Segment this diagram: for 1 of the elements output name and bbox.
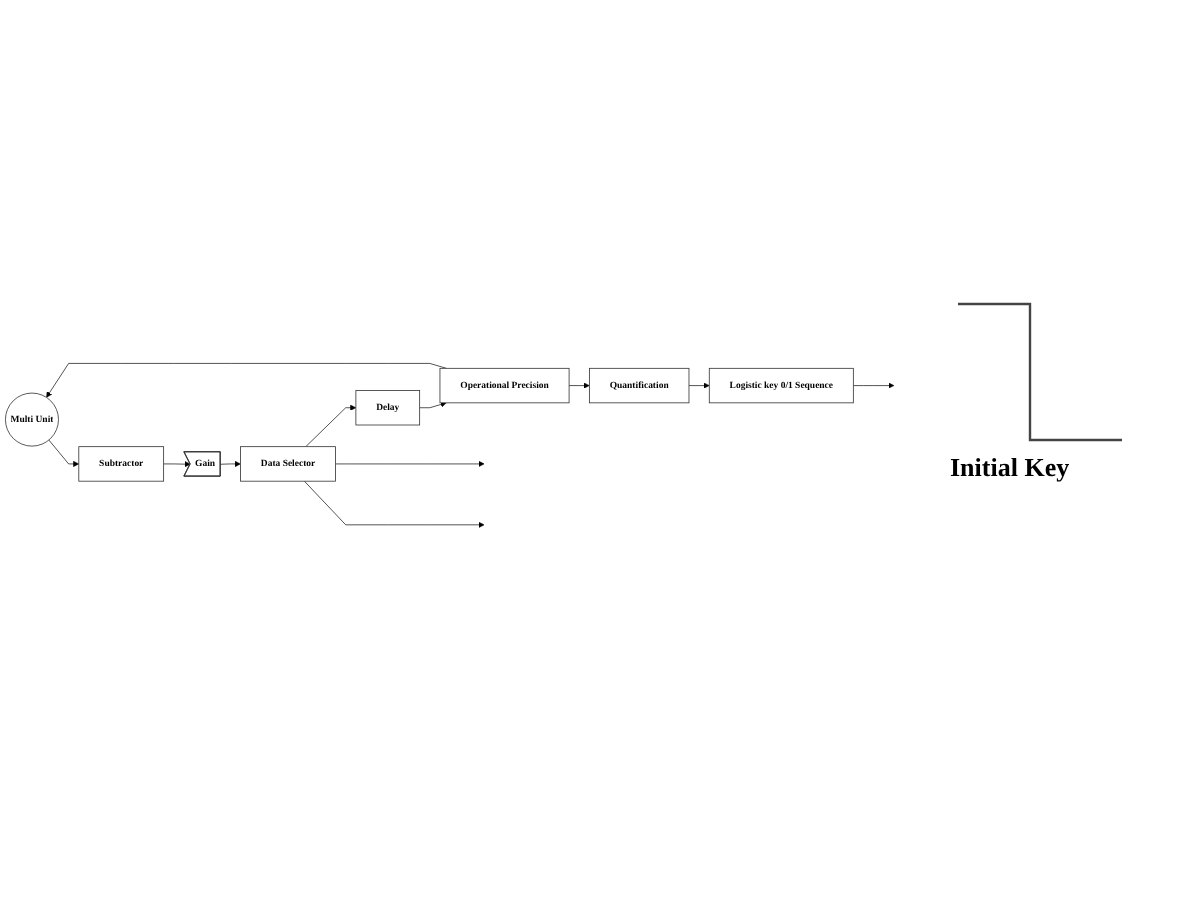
output-label: Initial Key [950,452,1070,484]
